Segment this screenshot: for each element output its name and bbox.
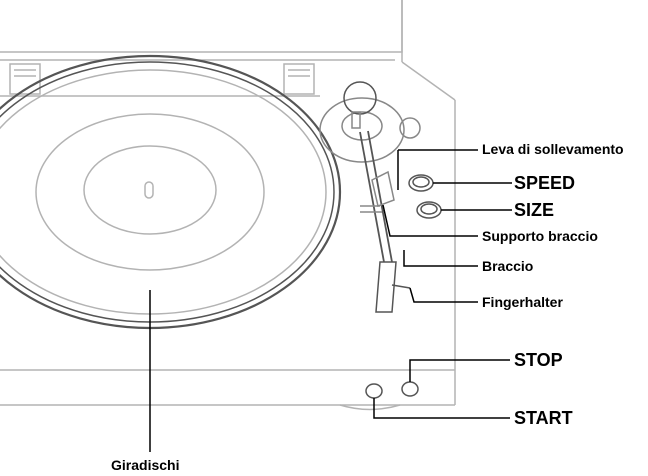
- leader-fingerhalter: [409, 287, 478, 303]
- stop-button[interactable]: [401, 381, 419, 397]
- label-fingerhalter: Fingerhalter: [482, 294, 563, 310]
- leader-supporto: [382, 204, 478, 237]
- label-supporto: Supporto braccio: [482, 228, 598, 244]
- leader-leva: [397, 149, 478, 190]
- leader-braccio: [403, 250, 478, 267]
- tonearm: [319, 81, 421, 313]
- speed-button[interactable]: [408, 174, 434, 192]
- spindle: [144, 181, 154, 199]
- platter: [0, 54, 342, 330]
- label-leva: Leva di sollevamento: [482, 141, 624, 157]
- start-button[interactable]: [365, 383, 383, 399]
- leader-stop: [409, 359, 510, 382]
- turntable-body: [0, 0, 456, 411]
- label-speed: SPEED: [514, 173, 576, 193]
- label-start: START: [514, 408, 573, 428]
- leader-start: [373, 398, 510, 419]
- label-giradischi: Giradischi: [111, 457, 180, 473]
- label-size: SIZE: [514, 200, 555, 220]
- label-stop: STOP: [514, 350, 563, 370]
- leader-lines: [149, 149, 512, 452]
- size-button[interactable]: [416, 201, 442, 219]
- label-braccio: Braccio: [482, 258, 534, 274]
